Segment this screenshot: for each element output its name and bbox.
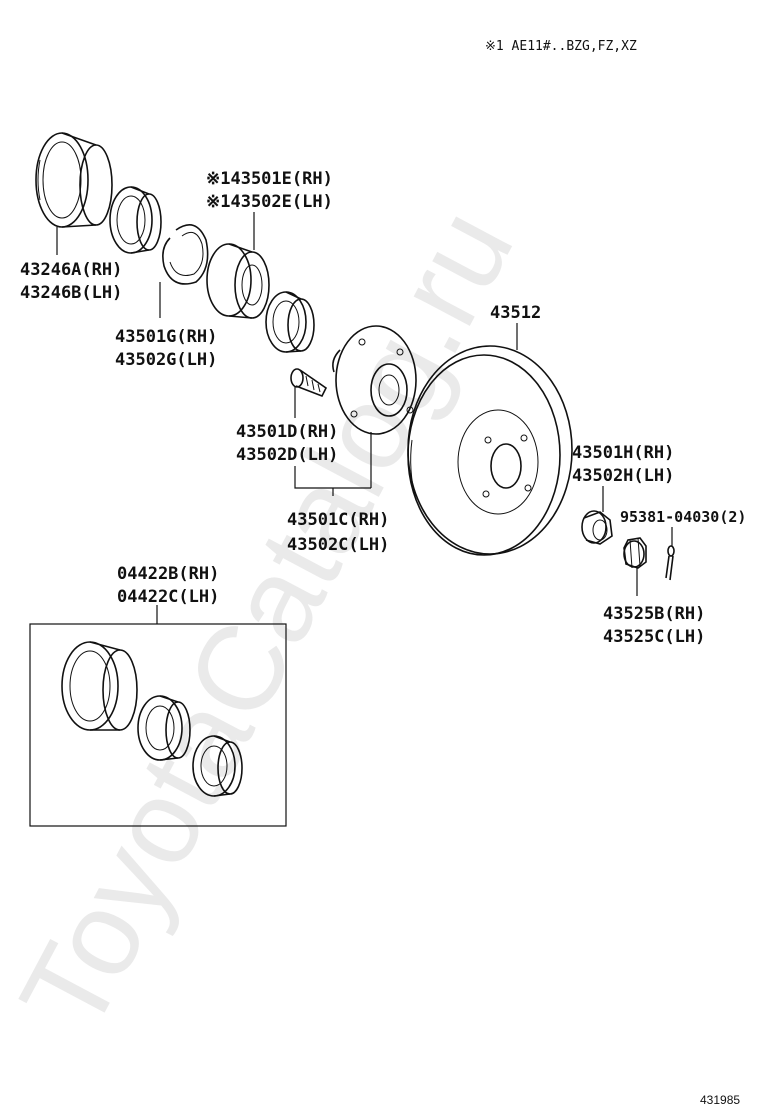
kit-box xyxy=(29,623,287,827)
outer-oil-seal[interactable] xyxy=(35,132,113,228)
label-hub-nut-rh: 43501H(RH) xyxy=(572,443,674,463)
label-hub-bolt-rh: 43501D(RH) xyxy=(236,422,338,442)
hub-nut[interactable] xyxy=(581,510,613,545)
label-bearing-lh: ※143502E(LH) xyxy=(206,192,333,212)
illustration-code: 431985 xyxy=(700,1093,740,1107)
label-hub-assy-lh: 43502C(LH) xyxy=(287,535,389,555)
inner-race[interactable] xyxy=(109,186,162,254)
label-bearing-rh: ※143501E(RH) xyxy=(206,169,333,189)
label-snap-ring-lh: 43502G(LH) xyxy=(115,350,217,370)
leader-hub-assy-bracket xyxy=(294,466,371,496)
hub-bearing[interactable] xyxy=(206,243,270,319)
label-seal-outer-rh: 43246A(RH) xyxy=(20,260,122,280)
label-hub-bolt-lh: 43502D(LH) xyxy=(236,445,338,465)
nut-lock-cap[interactable] xyxy=(623,537,647,569)
disc-rotor[interactable] xyxy=(407,345,573,556)
label-snap-ring-rh: 43501G(RH) xyxy=(115,327,217,347)
snap-ring[interactable] xyxy=(162,224,209,285)
hub-bolt[interactable] xyxy=(290,368,328,398)
axle-hub[interactable] xyxy=(332,325,417,435)
inner-oil-seal[interactable] xyxy=(265,291,315,353)
kit-outer-seal[interactable] xyxy=(61,641,138,731)
label-cotter-pin: 95381-04030(2) xyxy=(620,508,746,526)
cotter-pin[interactable] xyxy=(665,545,675,581)
label-nut-lock-rh: 43525B(RH) xyxy=(603,604,705,624)
label-rotor: 43512 xyxy=(490,303,541,323)
label-kit-rh: 04422B(RH) xyxy=(117,564,219,584)
kit-inner-seal[interactable] xyxy=(192,735,243,797)
label-nut-lock-lh: 43525C(LH) xyxy=(603,627,705,647)
label-kit-lh: 04422C(LH) xyxy=(117,587,219,607)
label-hub-nut-lh: 43502H(LH) xyxy=(572,466,674,486)
watermark-text: ToyotaCatalog.ru xyxy=(0,188,539,1052)
applicability-note: ※1 AE11#..BZG,FZ,XZ xyxy=(485,39,637,54)
kit-bearing[interactable] xyxy=(137,695,191,761)
label-seal-outer-lh: 43246B(LH) xyxy=(20,283,122,303)
label-hub-assy-rh: 43501C(RH) xyxy=(287,510,389,530)
